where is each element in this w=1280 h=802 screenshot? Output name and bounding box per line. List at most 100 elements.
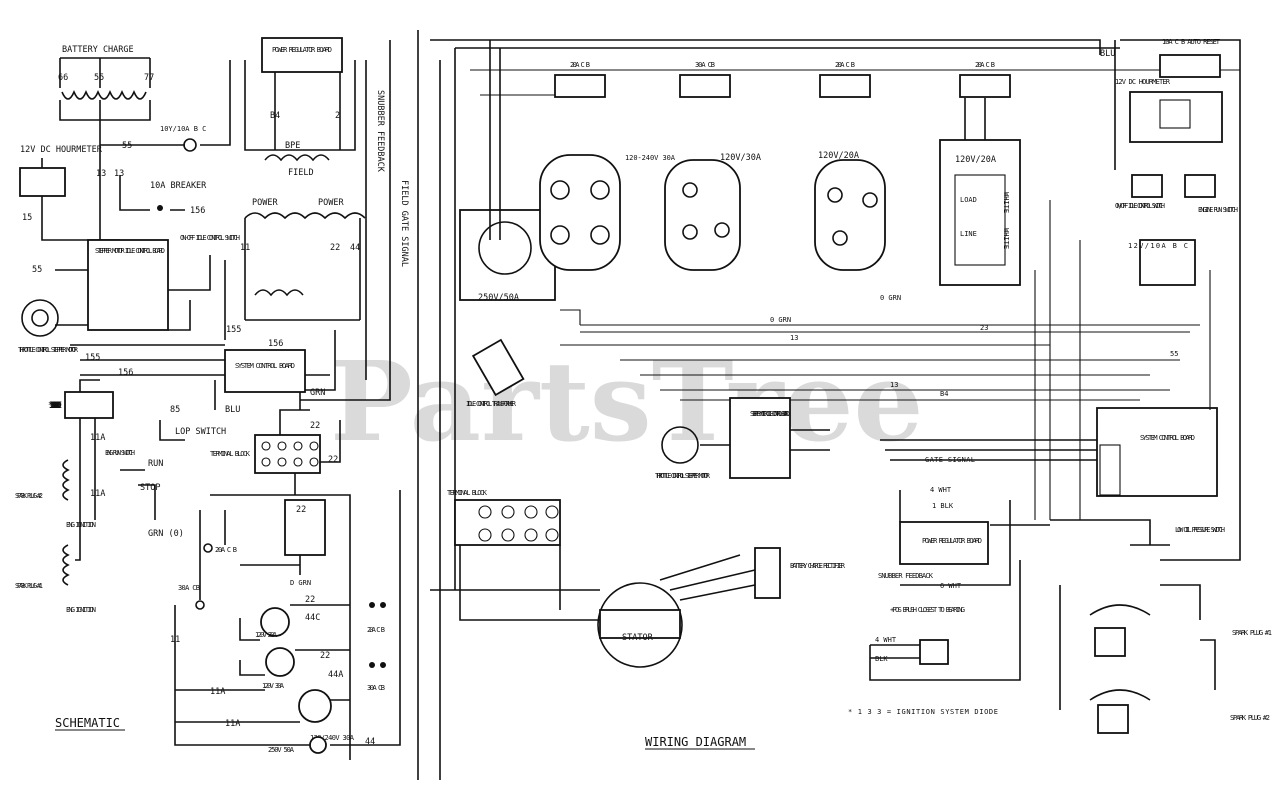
r120-240-label: 120/240V 30A bbox=[310, 734, 355, 742]
wire-156: 156 bbox=[268, 339, 283, 349]
wire-1blk: 1 BLK bbox=[932, 502, 954, 510]
hourmeter-box bbox=[19, 167, 66, 197]
stator-icon bbox=[597, 582, 683, 668]
lop-label: LOP SWITCH bbox=[175, 427, 226, 437]
breaker-row: 20A C B 30A CB 20A C B 20A C B bbox=[554, 61, 1011, 98]
diode-box bbox=[64, 391, 114, 419]
cb12-box bbox=[1139, 239, 1196, 286]
spark1b-label: SPARK PLUG #1 bbox=[1232, 629, 1272, 637]
wire-22: 22 bbox=[330, 243, 340, 253]
idle-xfmr-label: IDLE CONTROL TRANSFORMER bbox=[466, 400, 517, 408]
wire-4wht-b: 4 WHT bbox=[875, 636, 897, 644]
r250-50-label: 250V/50A bbox=[478, 293, 519, 303]
wire-156b: 156 bbox=[118, 368, 133, 378]
terminal-block-label: TERMINAL BLOCK bbox=[210, 450, 251, 458]
wiring-section: 20A C B 30A CB 20A C B 20A C B 250V/50A … bbox=[430, 38, 1272, 780]
hourmeter2-label: 12V DC HOURMETER bbox=[1115, 78, 1171, 86]
wire-22e: 22 bbox=[305, 595, 315, 605]
pwr-reg2-box bbox=[899, 521, 989, 565]
wire-44: 44 bbox=[350, 243, 360, 253]
diode-note: * 1 3 3 = IGNITION SYSTEM DIODE bbox=[848, 708, 998, 716]
wire-77: 77 bbox=[144, 73, 154, 83]
brush-box bbox=[919, 639, 949, 665]
wire-155: 155 bbox=[226, 325, 241, 335]
field-gate-label: FIELD GATE SIGNAL bbox=[399, 180, 409, 267]
batt-rect-box bbox=[754, 547, 781, 599]
receptacle-120-30-box bbox=[664, 159, 741, 271]
r120-30-label: 120V 30A bbox=[262, 682, 285, 690]
receptacle-120-30 bbox=[265, 647, 295, 677]
pwr-reg-label: POWER REGULATOR BOARD bbox=[272, 46, 332, 54]
cb30-top: 30A CB bbox=[695, 61, 715, 69]
snub2-label: SNUBBER FEEDBACK bbox=[878, 572, 934, 580]
onoff2-switch bbox=[1131, 174, 1163, 198]
white-label-2: WHITE bbox=[1002, 228, 1010, 249]
wire-85: 85 bbox=[170, 405, 180, 415]
wire-55e: 55 bbox=[1170, 350, 1178, 358]
eng-run-label: ENG RUN SWITCH bbox=[105, 449, 135, 457]
gate-label: GATE SIGNAL bbox=[925, 456, 975, 464]
lowoil-label: LOW OIL PRESSURE SWITCH bbox=[1175, 526, 1225, 534]
idle-xfmr-icon bbox=[471, 338, 525, 397]
cb12-label: 12V/10A B C bbox=[1128, 242, 1188, 250]
cb30-label: 30A CB bbox=[178, 584, 200, 592]
power-label-1: POWER bbox=[252, 198, 278, 208]
auto-reset-label: 10A C B AUTO RESET bbox=[1162, 38, 1221, 46]
battery-charge-label: BATTERY CHARGE bbox=[62, 45, 134, 55]
onoff2-label: ON/OFF IDLE CONTROL SWITCH bbox=[1115, 202, 1165, 210]
schematic-title: SCHEMATIC bbox=[55, 716, 120, 730]
grn0-label: GRN (0) bbox=[148, 529, 184, 539]
breaker-10a-label: 10A BREAKER bbox=[150, 181, 207, 191]
blu-label: BLU bbox=[225, 405, 240, 415]
spark1-label: SPARK PLUG #1 bbox=[15, 582, 43, 590]
throttle-motor-icon bbox=[21, 299, 59, 337]
hourmeter2-box bbox=[1129, 91, 1223, 143]
wire-grn: 0 GRN bbox=[770, 316, 791, 324]
wire-44c: 44C bbox=[305, 613, 320, 623]
wire-13: 13 bbox=[114, 169, 124, 179]
wire-11: 11 bbox=[240, 243, 250, 253]
r120-20-label: 120V 20A bbox=[255, 631, 278, 639]
wire-13d: 13 bbox=[890, 381, 898, 389]
r250-label: 250V 50A bbox=[268, 746, 295, 754]
wire-55b: 55 bbox=[122, 141, 132, 151]
stop-label: STOP bbox=[140, 483, 160, 493]
pwr-reg2-label: POWER REGULATOR BOARD bbox=[922, 537, 982, 545]
wire-55c: 13 bbox=[96, 169, 106, 179]
power-label-2: POWER bbox=[318, 198, 344, 208]
wire-22c: 22 bbox=[328, 455, 338, 465]
dgrn-label: D GRN bbox=[290, 579, 311, 587]
wire-23: 23 bbox=[980, 324, 988, 332]
watermark: PartsTree bbox=[330, 337, 924, 466]
terminal-block2-box bbox=[454, 499, 561, 546]
receptacle-120-20 bbox=[260, 607, 290, 637]
field-label: FIELD bbox=[288, 168, 314, 178]
receptacle-120-240 bbox=[298, 689, 332, 723]
r120v-20a-b-label: 120V/20A bbox=[955, 155, 996, 165]
load-label: LOAD bbox=[960, 196, 977, 204]
grn-label: GRN bbox=[310, 388, 325, 398]
wire-55: 55 bbox=[94, 73, 104, 83]
cb30-label-2: 30A CB bbox=[367, 684, 385, 692]
engine-run-switch bbox=[1184, 174, 1216, 198]
cb20-label-1: 20A C B bbox=[215, 546, 237, 554]
wiring-title: WIRING DIAGRAM bbox=[645, 735, 746, 749]
wire-55d: 55 bbox=[32, 265, 42, 275]
terminal-block-box bbox=[254, 434, 321, 474]
snubber-label: SNUBBER FEEDBACK bbox=[375, 90, 385, 173]
cb20-top-1: 20A C B bbox=[570, 61, 590, 69]
bpe-label: BPE bbox=[285, 141, 300, 151]
white-label-1: WHITE bbox=[1002, 192, 1010, 213]
r120-240-30-label: 120-240V 30A bbox=[625, 154, 676, 162]
breaker-small-label: 10Y/10A B C bbox=[160, 125, 206, 133]
diode-numbers: * 1 3 3 = IGNITION SYSTEM DIODE bbox=[48, 401, 62, 411]
system2-box bbox=[1096, 407, 1218, 497]
wire-44a: 44A bbox=[328, 670, 343, 680]
r120v-30a-label: 120V/30A bbox=[720, 153, 761, 163]
batt-rect-label: BATTERY CHARGE RECTIFIER bbox=[790, 562, 846, 570]
ignition-module-2 bbox=[1097, 704, 1129, 734]
brush-label: +POS BRUSH CLOSEST TO BEARING bbox=[890, 606, 965, 614]
throttle2-icon bbox=[661, 426, 699, 464]
blk-label: BLK bbox=[875, 655, 888, 663]
system-board-label: SYSTEM CONTROL BOARD bbox=[235, 362, 295, 370]
